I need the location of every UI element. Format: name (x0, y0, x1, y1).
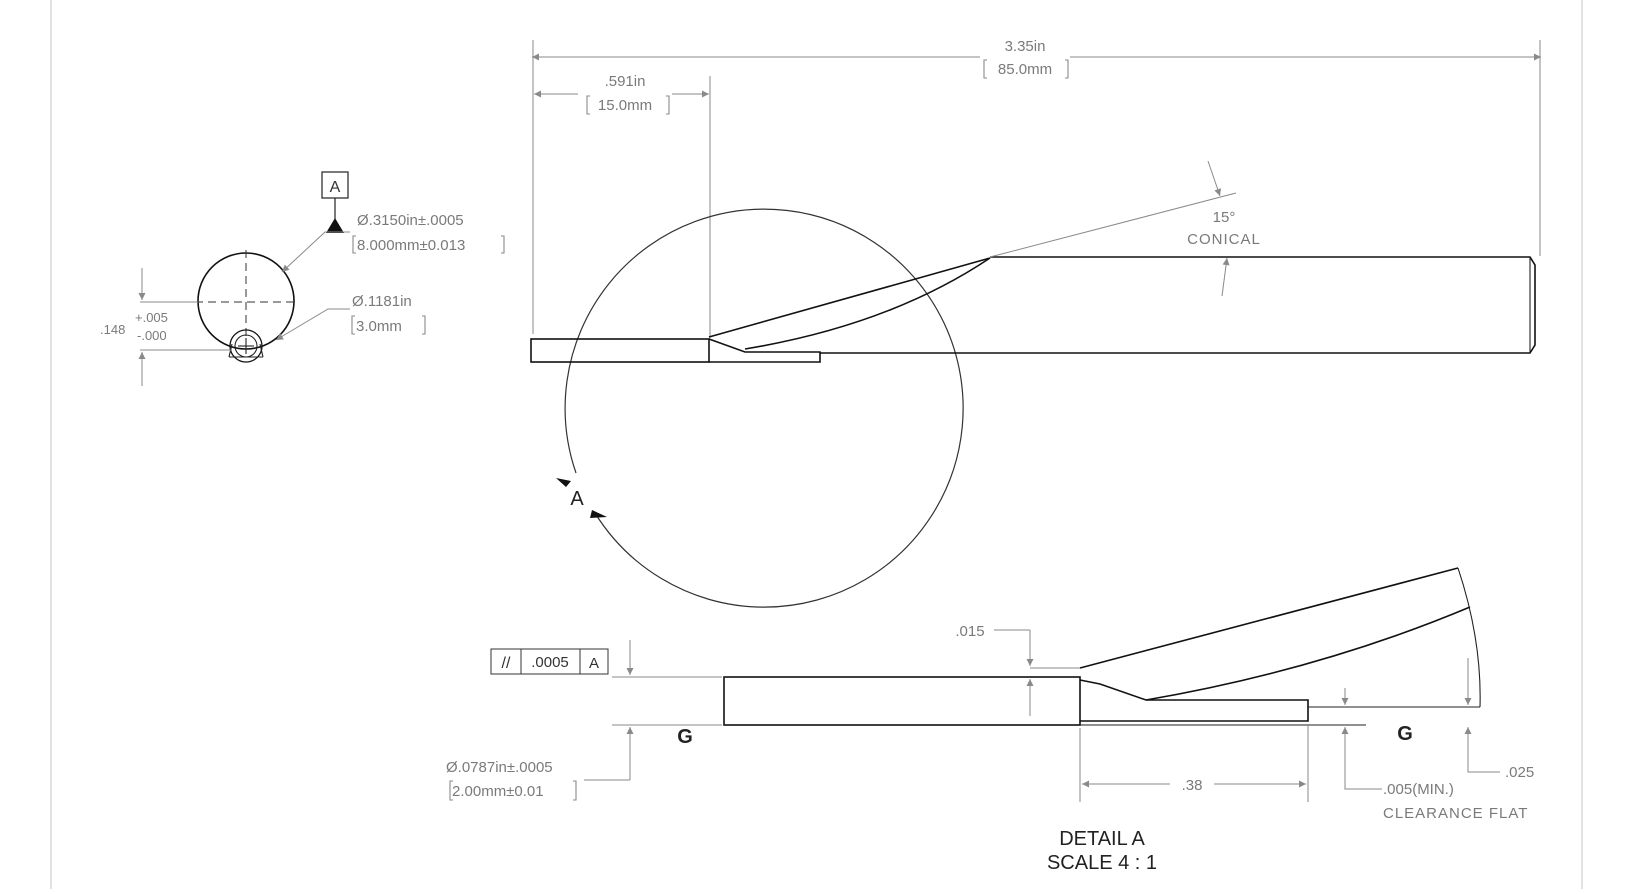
pilot-diameter-mm: 3.0mm (356, 318, 402, 335)
pilot-diameter-in: Ø.1181in (352, 293, 412, 310)
end-view: A Ø.3150in±.0005 8.000mm±0.013 Ø.1181in … (100, 171, 505, 386)
clearance-value: .005(MIN.) (1383, 781, 1454, 798)
tolerance-value: .0005 (531, 654, 569, 671)
gauge-label-left: G (677, 726, 693, 748)
detail-callout: A (570, 488, 584, 510)
step-length-in: .591in (605, 73, 646, 90)
detail-step-dim: .015 (955, 623, 984, 640)
flat-depth-plus: +.005 (135, 310, 168, 325)
gauge-label-right: G (1397, 723, 1413, 745)
shank-diameter-in: Ø.3150in±.0005 (357, 212, 464, 229)
tip-diameter-in: Ø.0787in±.0005 (446, 759, 553, 776)
detail-end-offset: .025 (1505, 764, 1534, 781)
shank-diameter-mm: 8.000mm±0.013 (357, 237, 465, 254)
datum-label: A (330, 179, 341, 196)
tolerance-frame: // .0005 A (490, 648, 609, 675)
taper-label: CONICAL (1187, 231, 1261, 248)
overall-length-mm: 85.0mm (998, 61, 1052, 78)
detail-scale: SCALE 4 : 1 (1047, 852, 1157, 874)
overall-length-in: 3.35in (1005, 38, 1046, 55)
detail-title: DETAIL A (1059, 828, 1145, 850)
tip-diameter-mm: 2.00mm±0.01 (452, 783, 544, 800)
flat-depth-minus: -.000 (137, 328, 167, 343)
taper-angle: 15° (1213, 209, 1236, 226)
side-view: 3.35in 85.0mm .591in 15.0mm A 15° CONICA… (530, 38, 1541, 608)
sheet-border (50, 0, 1583, 889)
flat-depth-nominal: .148 (100, 322, 125, 337)
tolerance-symbol: // (502, 655, 511, 672)
tolerance-datum: A (589, 655, 599, 672)
step-length-mm: 15.0mm (598, 97, 652, 114)
detail-view: // .0005 A Ø.0787in±.0005 2.00mm±0.01 G … (446, 567, 1534, 874)
clearance-label: CLEARANCE FLAT (1383, 805, 1528, 822)
detail-length-dim: .38 (1182, 777, 1203, 794)
